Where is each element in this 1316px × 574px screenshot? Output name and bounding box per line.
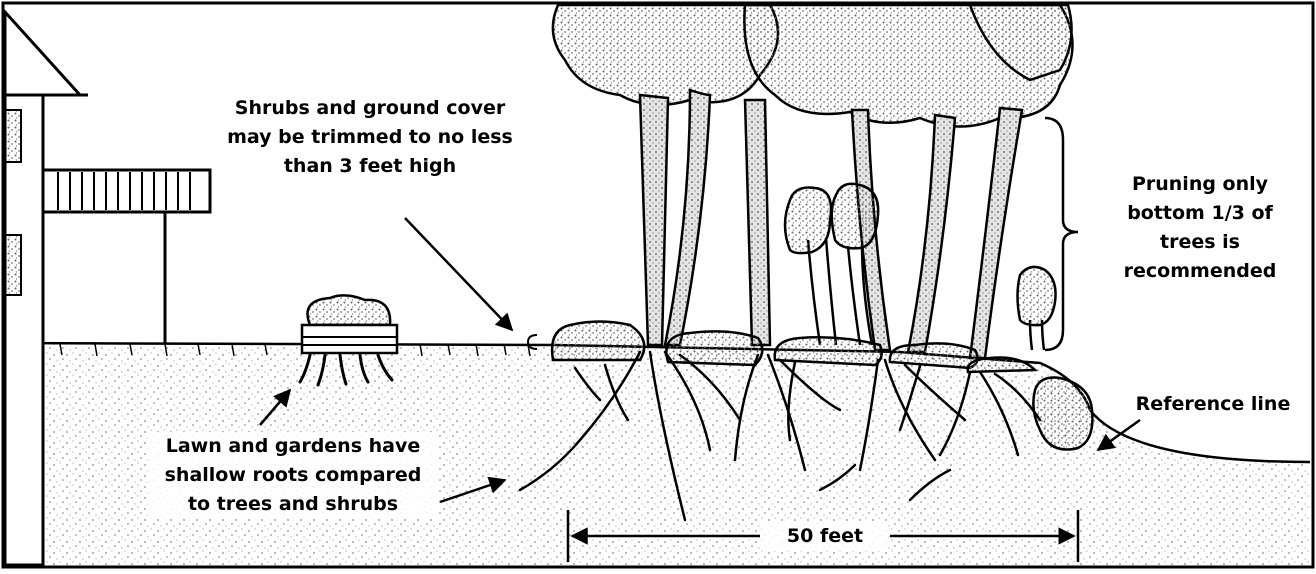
lawn-label: Lawn and gardens have shallow roots comp…	[148, 432, 438, 519]
pruning-label-line: recommended	[1105, 257, 1295, 286]
reference-line-text: Reference line	[1118, 390, 1308, 419]
lawn-label-line: shallow roots compared	[148, 461, 438, 490]
pruning-label-line: bottom 1/3 of	[1105, 199, 1295, 228]
pruning-label-line: trees is	[1105, 228, 1295, 257]
shrubs-label-line: may be trimmed to no less	[205, 123, 535, 152]
lawn-label-line: Lawn and gardens have	[148, 432, 438, 461]
shrubs-label: Shrubs and ground cover may be trimmed t…	[205, 94, 535, 181]
reference-line-label: Reference line	[1118, 390, 1308, 419]
distance-text: 50 feet	[762, 522, 888, 551]
shrubs-label-line: than 3 feet high	[205, 152, 535, 181]
shrubs-label-line: Shrubs and ground cover	[205, 94, 535, 123]
pruning-label: Pruning only bottom 1/3 of trees is reco…	[1105, 170, 1295, 286]
pruning-label-line: Pruning only	[1105, 170, 1295, 199]
lawn-label-line: to trees and shrubs	[148, 490, 438, 519]
distance-label: 50 feet	[762, 522, 888, 551]
